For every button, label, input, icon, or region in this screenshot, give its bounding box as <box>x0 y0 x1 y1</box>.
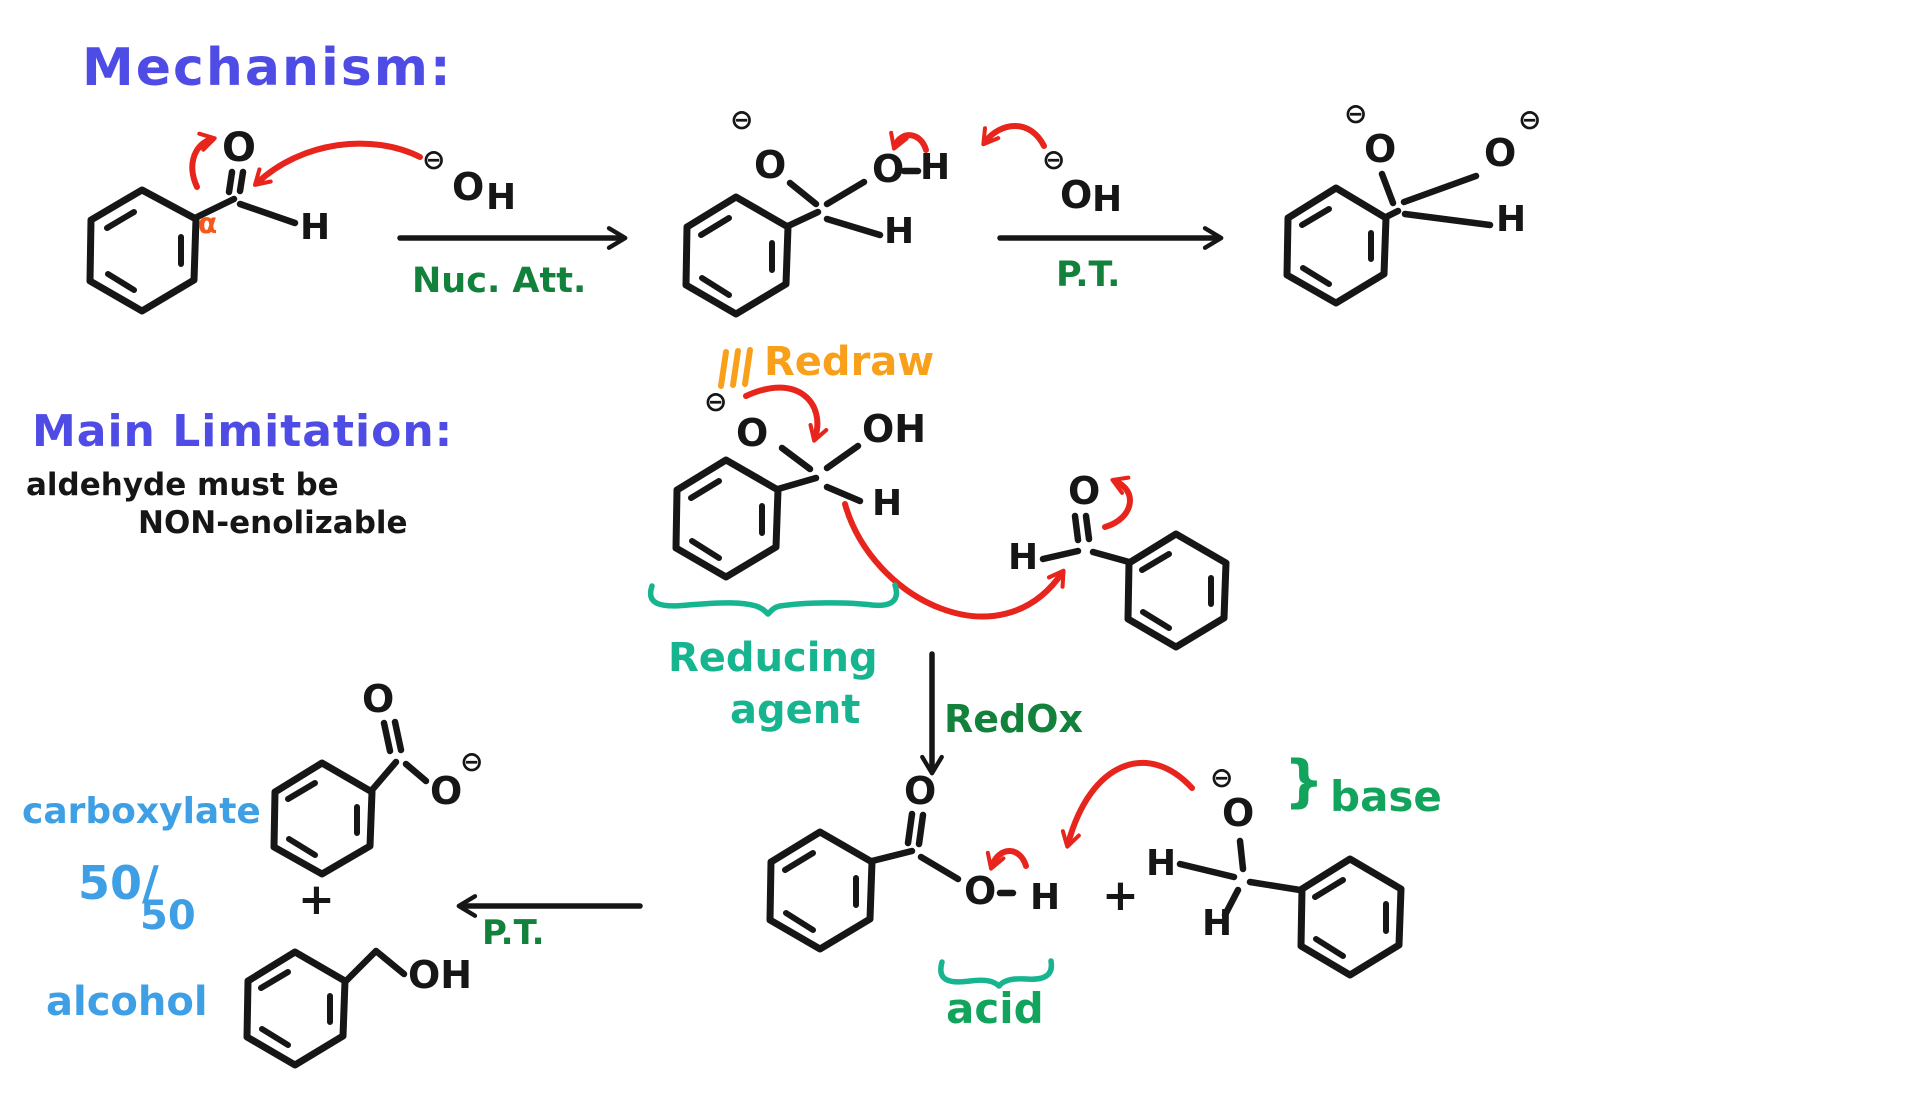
limitation-title: Main Limitation: <box>32 406 454 457</box>
base-brace: } <box>1284 749 1324 814</box>
carboxylate-label: carboxylate <box>22 791 261 832</box>
s7-charge: ⊖ <box>1210 761 1234 794</box>
alcohol-label: alcohol <box>46 979 208 1025</box>
hydroxide2-o: O <box>1060 173 1093 217</box>
s2-h: H <box>884 211 915 252</box>
s1-bonds <box>193 168 299 227</box>
s5-bonds <box>1039 512 1133 566</box>
structure-benzoic-acid <box>766 810 1017 953</box>
s7-bonds <box>1176 837 1304 919</box>
s6-bonds <box>868 810 1017 897</box>
structure-benzaldehyde-1 <box>86 168 299 315</box>
s2-alkoxide-charge: ⊖ <box>730 103 754 136</box>
s3-benzene-inner-bonds <box>1299 206 1374 287</box>
s4-benzene-inner-bonds <box>688 478 765 561</box>
redraw-label: Redraw <box>764 339 935 385</box>
reducing-agent-line1: Reducing <box>668 635 878 681</box>
pt-label-2: P.T. <box>482 913 545 953</box>
s4-h: H <box>872 483 903 524</box>
s6-carbonyl-o: O <box>904 769 937 813</box>
structure-alkoxide-intermediate <box>682 167 922 318</box>
mechanism-title: Mechanism: <box>82 38 453 98</box>
s7-h-bottom: H <box>1202 903 1233 944</box>
hydride-transfer-arrow <box>842 501 1066 620</box>
structure-benzoate <box>270 718 430 878</box>
structure-benzyl-alkoxide <box>1176 837 1405 979</box>
s4-o: O <box>736 411 769 455</box>
hydroxide1-o: O <box>452 165 485 209</box>
s5-carbonyl-pi-arrow <box>1102 475 1133 530</box>
s4-bonds <box>774 442 864 505</box>
hydroxide1-charge: ⊖ <box>422 143 446 176</box>
nuc-att-label: Nuc. Att. <box>412 261 587 301</box>
s9-oh: OH <box>408 953 473 997</box>
s3-o-right: O <box>1484 131 1517 175</box>
reducing-agent-line2: agent <box>730 687 861 733</box>
s1-carbonyl-o: O <box>222 125 257 171</box>
s2-bonds <box>784 167 922 239</box>
plus-sign-left: + <box>298 874 335 925</box>
s8-o: O <box>430 769 463 813</box>
s6-hydroxyl-h: H <box>1030 877 1061 918</box>
base-label: base <box>1330 772 1442 821</box>
s9-benzene-inner-bonds <box>258 969 333 1048</box>
s6-benzene-inner-bonds <box>782 850 859 933</box>
redraw-marks <box>718 347 753 389</box>
s2-alkoxide-o: O <box>754 143 787 187</box>
pt-label-1: P.T. <box>1056 255 1121 295</box>
structure-benzyl-alcohol <box>243 947 408 1069</box>
s1-carbonyl-pi-arrow <box>189 131 217 190</box>
s5-benzene-inner-bonds <box>1139 551 1214 631</box>
s9-bonds <box>341 947 408 986</box>
hydroxide2-charge: ⊖ <box>1042 143 1066 176</box>
s7-benzene-inner-bonds <box>1312 877 1389 959</box>
s3-h: H <box>1496 199 1527 240</box>
hydroxide-attack-arrow <box>252 140 423 187</box>
reducing-agent-brace <box>647 582 900 617</box>
alkoxide-collapse-arrow <box>743 384 829 443</box>
proton-transfer-arrow <box>981 123 1047 149</box>
s2-hydroxyl-h: H <box>920 147 951 188</box>
acid-label: acid <box>946 984 1044 1033</box>
plus-sign-right: + <box>1102 870 1139 921</box>
structure-dianion <box>1283 170 1494 307</box>
acid-brace <box>938 958 1055 989</box>
s1-benzene-inner-bonds <box>104 209 184 293</box>
s6-oh-bond-arrow <box>985 848 1029 871</box>
s4-charge: ⊖ <box>704 385 728 418</box>
hydroxide2-h: H <box>1092 179 1123 220</box>
s8-carbonyl-o: O <box>362 677 395 721</box>
s3-bonds <box>1378 170 1494 229</box>
s3-o-left: O <box>1364 127 1397 171</box>
limitation-note-line2: NON-enolizable <box>138 505 408 541</box>
s7-h-left: H <box>1146 843 1177 884</box>
s1-h: H <box>300 207 331 248</box>
limitation-note-line1: aldehyde must be <box>26 467 339 503</box>
redox-label: RedOx <box>944 697 1084 741</box>
s3-charge-right: ⊖ <box>1518 103 1542 136</box>
s8-benzene-inner-bonds <box>285 780 360 858</box>
s5-h: H <box>1008 537 1039 578</box>
structure-alkoxide-redrawn <box>672 442 864 581</box>
structure-benzaldehyde-2 <box>1039 512 1230 651</box>
s3-charge-left: ⊖ <box>1344 97 1368 130</box>
alpha-label: α <box>198 207 218 240</box>
s5-o: O <box>1068 469 1101 513</box>
s2-oh-bond-arrow <box>889 130 929 153</box>
s8-bonds <box>368 718 430 794</box>
ratio-label-a: 50/ <box>78 856 159 910</box>
hydroxide1-h: H <box>486 177 517 218</box>
base-deprotonation-arrow <box>1060 759 1195 849</box>
s4-oh: OH <box>862 407 927 451</box>
s2-hydroxyl-o: O <box>872 147 905 191</box>
s2-benzene-inner-bonds <box>698 215 775 298</box>
s8-charge: ⊖ <box>460 745 484 778</box>
s6-hydroxyl-o: O <box>964 869 997 913</box>
s7-o: O <box>1222 791 1255 835</box>
ratio-label-b: 50 <box>140 893 196 939</box>
